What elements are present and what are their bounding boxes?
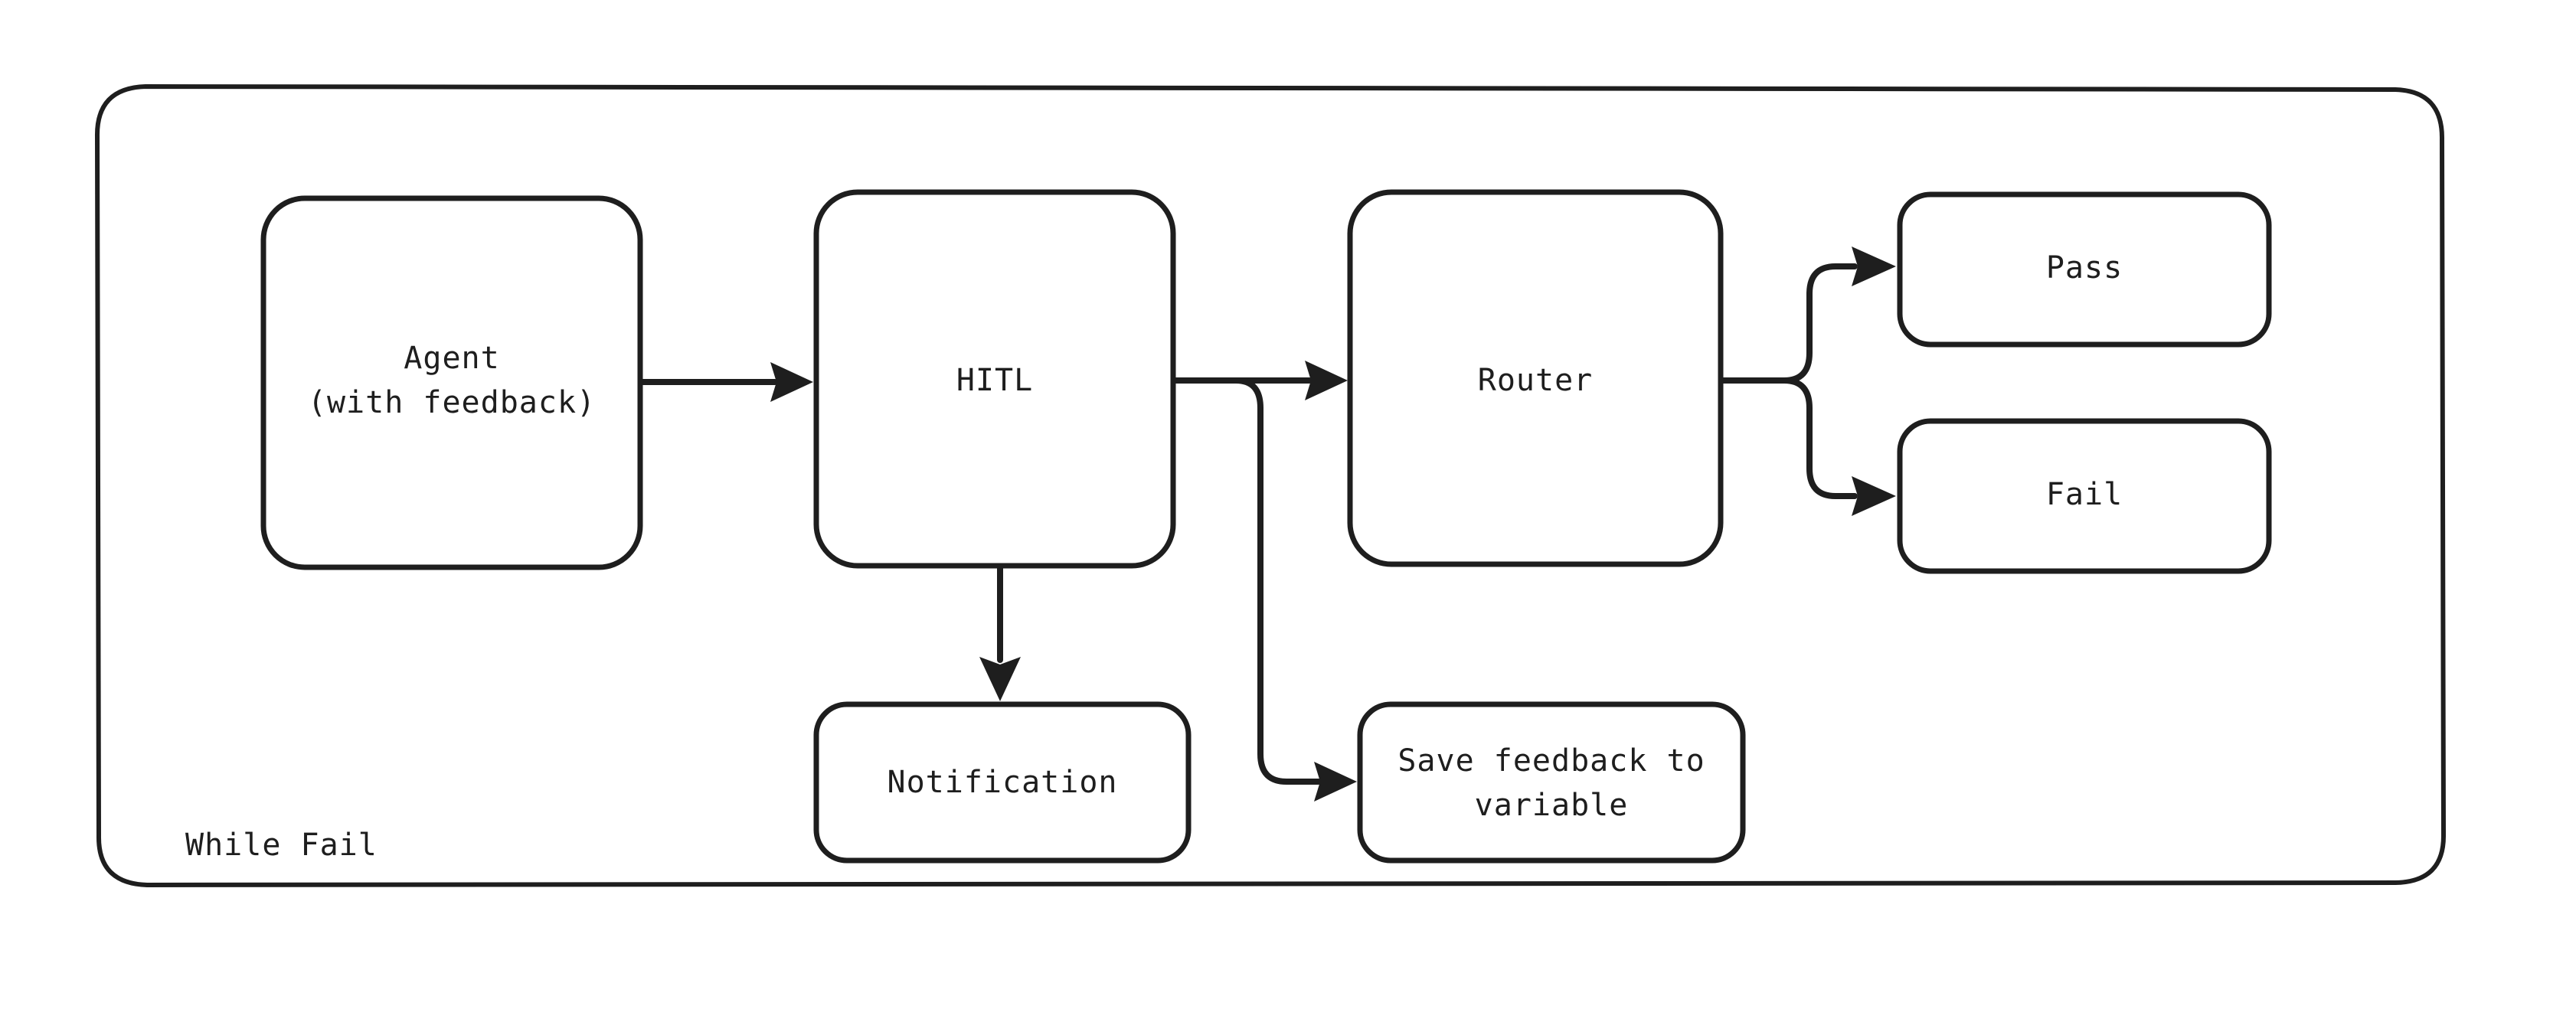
- edge-router-to-pass-arrowhead: [1852, 247, 1896, 286]
- edge-router-to-fail: [1718, 377, 1896, 516]
- edge-hitl-to-save-feedback-arrowhead: [1314, 762, 1357, 802]
- node-hitl[interactable]: HITL: [813, 189, 1176, 569]
- node-agent-box: [260, 195, 643, 570]
- node-pass-box: [1897, 191, 2272, 348]
- edge-hitl-to-notification: [979, 563, 1021, 701]
- node-hitl-box: [813, 189, 1176, 569]
- edge-router-to-fail-line: [1718, 377, 1858, 499]
- cluster-while-fail[interactable]: While Fail: [94, 84, 2447, 887]
- edge-hitl-to-notification-arrowhead: [979, 657, 1021, 701]
- node-save-feedback-label-line1: Save feedback to: [1398, 743, 1705, 779]
- node-save-feedback-box: [1357, 701, 1746, 864]
- node-notification-box: [813, 701, 1192, 864]
- node-agent-label-line2: (with feedback): [308, 385, 596, 420]
- edge-hitl-to-router-arrowhead: [1305, 361, 1348, 400]
- node-save-feedback-label-line2: variable: [1475, 788, 1629, 823]
- node-router-label: Router: [1478, 363, 1594, 398]
- node-pass[interactable]: Pass: [1897, 191, 2272, 348]
- node-fail-label: Fail: [2046, 477, 2123, 512]
- node-fail[interactable]: Fail: [1897, 418, 2272, 574]
- node-agent-label-line1: Agent: [404, 341, 499, 376]
- edge-router-to-fail-arrowhead: [1852, 476, 1896, 516]
- node-fail-box: [1897, 418, 2272, 574]
- node-router-box: [1347, 189, 1724, 567]
- edge-hitl-to-save-feedback: [1171, 377, 1357, 802]
- edge-agent-to-hitl-arrowhead: [770, 362, 813, 402]
- node-notification[interactable]: Notification: [813, 701, 1192, 864]
- edge-agent-to-hitl: [639, 362, 813, 402]
- cluster-label-text: While Fail: [185, 828, 378, 863]
- cluster-border: [94, 84, 2447, 887]
- node-hitl-label: HITL: [956, 363, 1033, 398]
- node-notification-label: Notification: [888, 765, 1118, 800]
- node-router[interactable]: Router: [1347, 189, 1724, 567]
- node-save-feedback[interactable]: Save feedback to variable: [1357, 701, 1746, 864]
- node-pass-label: Pass: [2046, 250, 2123, 286]
- edge-hitl-to-save-feedback-line: [1171, 377, 1322, 785]
- node-agent[interactable]: Agent (with feedback): [260, 195, 643, 570]
